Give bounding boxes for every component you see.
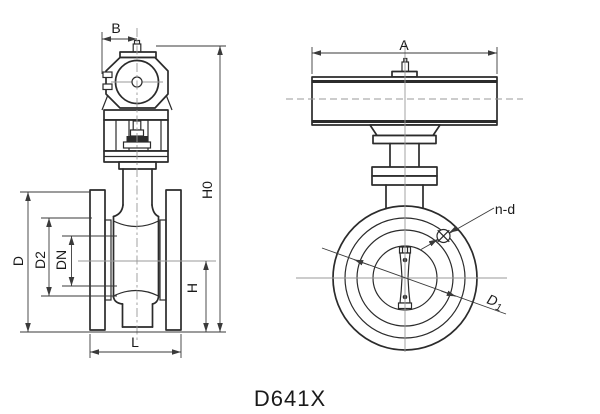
flange-right: [165, 189, 182, 331]
valve-neck: [112, 168, 160, 218]
gearbox-bracket: [103, 109, 169, 170]
dim-label-A: A: [399, 37, 409, 53]
dimension-D1: D 1: [321, 247, 507, 315]
dim-label-DN: DN: [53, 250, 69, 270]
dimension-D2: D2: [32, 217, 117, 297]
actuator-port: [102, 71, 113, 79]
dim-label-D: D: [10, 256, 26, 266]
dim-label-D2: D2: [32, 251, 48, 269]
dimension-A: A: [311, 37, 498, 74]
actuator-top-cap: [119, 39, 157, 59]
dim-label-D1-sub: 1: [494, 302, 503, 314]
dim-label-H: H: [184, 283, 200, 293]
pneumatic-cylinder: [311, 57, 498, 126]
dimension-DN: DN: [53, 235, 117, 287]
dimension-H0: H0: [156, 45, 226, 332]
raised-face-right: [159, 219, 167, 301]
dim-label-n-d: n-d: [495, 201, 515, 217]
dim-label-B: B: [111, 20, 120, 36]
side-face-view: n-d A D 1: [286, 37, 523, 352]
drawing-title: D641X: [254, 386, 326, 411]
actuator-port: [102, 83, 113, 91]
valve-body: [89, 189, 182, 331]
dimension-D: D: [10, 191, 90, 332]
dimension-H: H: [184, 261, 209, 332]
dimension-B: B: [101, 20, 137, 74]
dim-label-L: L: [131, 334, 139, 350]
flange-left: [89, 189, 106, 331]
dimension-L: L: [89, 334, 182, 358]
dim-label-H0: H0: [199, 181, 215, 199]
bolt-hole: n-d: [420, 201, 515, 250]
front-elevation-view: B D D2 DN H: [10, 20, 226, 358]
raised-face-left: [104, 219, 112, 301]
